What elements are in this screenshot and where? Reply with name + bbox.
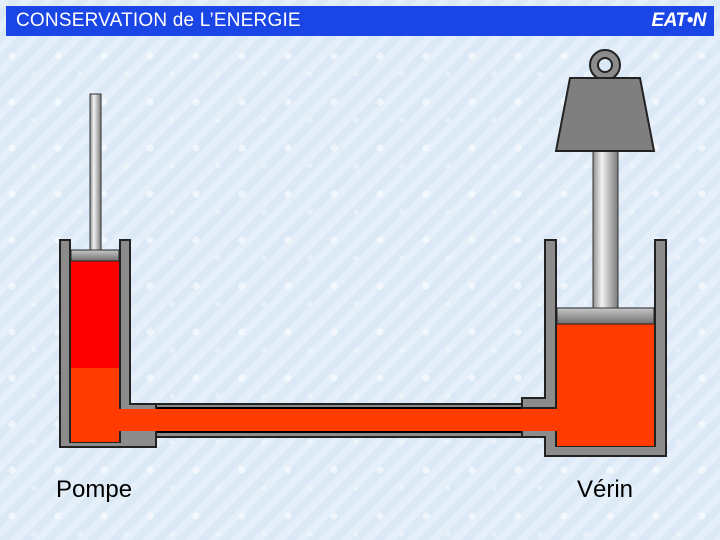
cylinder-label: Vérin bbox=[577, 476, 634, 503]
pump-cylinder bbox=[59, 93, 158, 448]
pump-rod bbox=[89, 93, 102, 251]
receiver-rod bbox=[592, 149, 619, 309]
slide-header: CONSERVATION de L’ENERGIE EAT•N bbox=[6, 6, 714, 36]
pump-piston bbox=[70, 249, 120, 262]
load-weight bbox=[554, 49, 656, 152]
receiver-fluid-to-pipe bbox=[520, 409, 560, 431]
pump-fluid bbox=[71, 368, 119, 442]
receiver-fluid bbox=[557, 324, 654, 446]
eaton-logo: EAT•N bbox=[651, 10, 707, 31]
slide-title: CONSERVATION de L’ENERGIE bbox=[16, 10, 301, 31]
connecting-pipe bbox=[119, 403, 561, 438]
receiver-cylinder bbox=[520, 149, 667, 457]
receiver-piston bbox=[556, 307, 655, 325]
pump-fluid-high-pressure bbox=[71, 261, 119, 368]
pump-fluid-to-pipe bbox=[118, 409, 158, 431]
pump-label: Pompe bbox=[56, 476, 133, 503]
